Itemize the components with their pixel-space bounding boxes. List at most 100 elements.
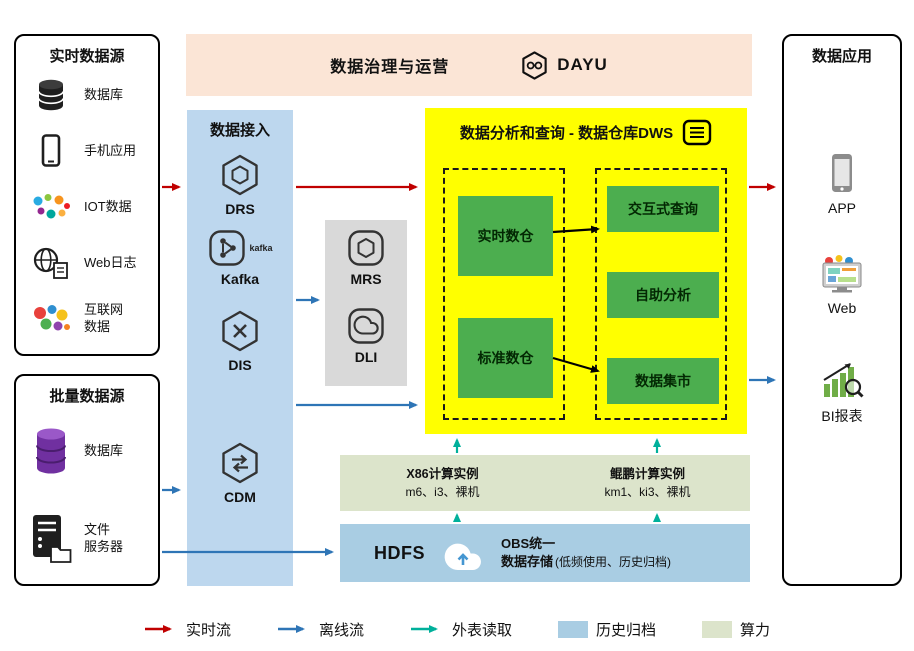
self-service-analysis-box: 自助分析 [607, 272, 719, 318]
drs-icon [222, 154, 258, 196]
processing-panel: MRS DLI [325, 220, 407, 386]
kafka-icon [209, 230, 246, 266]
weblog-globe-icon [28, 246, 74, 280]
application-item-app: APP [784, 152, 900, 216]
dayu-label: DAYU [557, 55, 608, 74]
ingestion-item-drs: DRS [187, 152, 293, 217]
phone-icon [28, 133, 74, 169]
legend-item-offline: 离线流 [277, 619, 364, 640]
realtime-sources-title: 实时数据源 [49, 48, 125, 65]
application-item-web: Web [784, 254, 900, 316]
bi-report-label: BI报表 [821, 408, 863, 424]
standard-warehouse-box: 标准数仓 [458, 318, 553, 398]
kunpeng-compute: 鲲鹏计算实例 km1、ki3、裸机 [545, 455, 750, 511]
data-mart-box: 数据集市 [607, 358, 719, 404]
data-applications-panel: 数据应用 APP Web [782, 34, 902, 586]
realtime-flow-arrow-icon [144, 625, 172, 633]
kafka-label: Kafka [220, 271, 260, 287]
legend-item-external-read: 外表读取 [410, 619, 512, 640]
hdfs-label: HDFS [374, 542, 425, 563]
cdm-label: CDM [224, 489, 256, 505]
source-item-batch-database: 数据库 [16, 408, 158, 494]
internet-data-icon [28, 303, 74, 335]
standard-warehouse-label: 标准数仓 [477, 350, 534, 366]
source-item-database: 数据库 [16, 68, 158, 122]
legend-external-read-label: 外表读取 [451, 621, 512, 639]
dws-title: 数据分析和查询 - 数据仓库DWS [459, 125, 674, 142]
applications-title: 数据应用 [811, 48, 872, 65]
legend-item-realtime: 实时流 [144, 619, 231, 640]
source-item-mobile-app: 手机应用 [16, 124, 158, 178]
processing-item-mrs: MRS [325, 228, 407, 287]
compute-power-swatch [702, 620, 733, 638]
app-phone-icon [832, 154, 852, 192]
legend: 实时流 离线流 外表读取 历史归档 算力 [0, 612, 914, 646]
kunpeng-compute-title: 鲲鹏计算实例 [609, 466, 685, 481]
bi-chart-icon [823, 363, 864, 398]
realtime-warehouse-box: 实时数仓 [458, 196, 553, 276]
database-icon [28, 77, 74, 113]
source-item-file-server: 文件 服务器 [16, 496, 158, 582]
data-mart-label: 数据集市 [635, 373, 691, 389]
source-item-weblog: Web日志 [16, 236, 158, 290]
obs-note: (低频使用、历史归档) [555, 555, 672, 569]
realtime-warehouse-label: 实时数仓 [477, 228, 534, 244]
web-monitor-icon [822, 255, 862, 293]
external-read-arrow-icon [410, 625, 438, 633]
legend-realtime-label: 实时流 [185, 621, 231, 639]
ingestion-item-kafka: kafka Kafka [187, 228, 293, 287]
iot-icon [28, 192, 74, 222]
application-item-bi: BI报表 [784, 360, 900, 426]
offline-flow-arrow-icon [277, 625, 305, 633]
dayu-logo: DAYU [519, 50, 608, 81]
obs-title-line1: OBS统一 [501, 536, 556, 552]
kafka-logo-text: kafka [249, 243, 273, 253]
legend-item-compute-power: 算力 [702, 619, 770, 640]
governance-title: 数据治理与运营 [330, 59, 450, 76]
x86-compute: X86计算实例 m6、i3、裸机 [340, 455, 545, 511]
self-service-analysis-label: 自助分析 [635, 287, 691, 303]
source-label-file-server: 文件 服务器 [84, 522, 124, 554]
realtime-sources-panel: 实时数据源 数据库 手机应用 [14, 34, 160, 356]
obs-cloud-icon [444, 543, 481, 570]
cdm-icon [222, 442, 258, 484]
file-server-icon [28, 513, 74, 565]
ingestion-item-dis: DIS [187, 308, 293, 373]
dli-icon [348, 308, 384, 344]
dli-label: DLI [354, 349, 378, 365]
legend-archive-label: 历史归档 [596, 621, 657, 639]
dws-document-icon [682, 119, 712, 146]
data-ingestion-panel: 数据接入 DRS kafka Kafka [187, 110, 293, 586]
governance-banner: 数据治理与运营 DAYU [186, 34, 752, 96]
interactive-query-box: 交互式查询 [607, 186, 719, 232]
purple-database-icon [28, 425, 74, 477]
source-item-internet-data: 互联网 数据 [16, 292, 158, 346]
batch-sources-title: 批量数据源 [49, 388, 125, 405]
source-label-mobile-app: 手机应用 [84, 142, 137, 158]
dayu-icon [522, 50, 547, 80]
legend-offline-label: 离线流 [318, 621, 364, 639]
batch-sources-panel: 批量数据源 数据库 [14, 374, 160, 586]
warehouse-group: 实时数仓 标准数仓 [443, 168, 565, 420]
dis-icon [222, 310, 258, 352]
mrs-icon [348, 230, 384, 266]
services-group: 交互式查询 自助分析 数据集市 [595, 168, 727, 420]
x86-compute-title: X86计算实例 [406, 466, 479, 481]
obs-storage-text: OBS统一 数据存储(低频使用、历史归档) [501, 535, 671, 570]
ingestion-item-cdm: CDM [187, 440, 293, 505]
legend-item-archive: 历史归档 [558, 619, 656, 640]
drs-label: DRS [225, 201, 255, 217]
source-label-batch-database: 数据库 [84, 442, 124, 458]
legend-compute-power-label: 算力 [740, 621, 771, 639]
source-item-iot: IOT数据 [16, 180, 158, 234]
ingestion-title: 数据接入 [209, 122, 270, 139]
storage-panel: HDFS OBS统一 数据存储(低频使用、历史归档) [340, 524, 750, 582]
web-label: Web [827, 300, 857, 316]
processing-item-dli: DLI [325, 306, 407, 365]
compute-instances-panel: X86计算实例 m6、i3、裸机 鲲鹏计算实例 km1、ki3、裸机 [340, 455, 750, 511]
obs-title-line2: 数据存储 [501, 554, 554, 569]
kunpeng-compute-subtitle: km1、ki3、裸机 [604, 485, 691, 500]
x86-compute-subtitle: m6、i3、裸机 [405, 485, 480, 500]
source-label-weblog: Web日志 [84, 254, 137, 270]
source-label-database: 数据库 [84, 86, 124, 102]
